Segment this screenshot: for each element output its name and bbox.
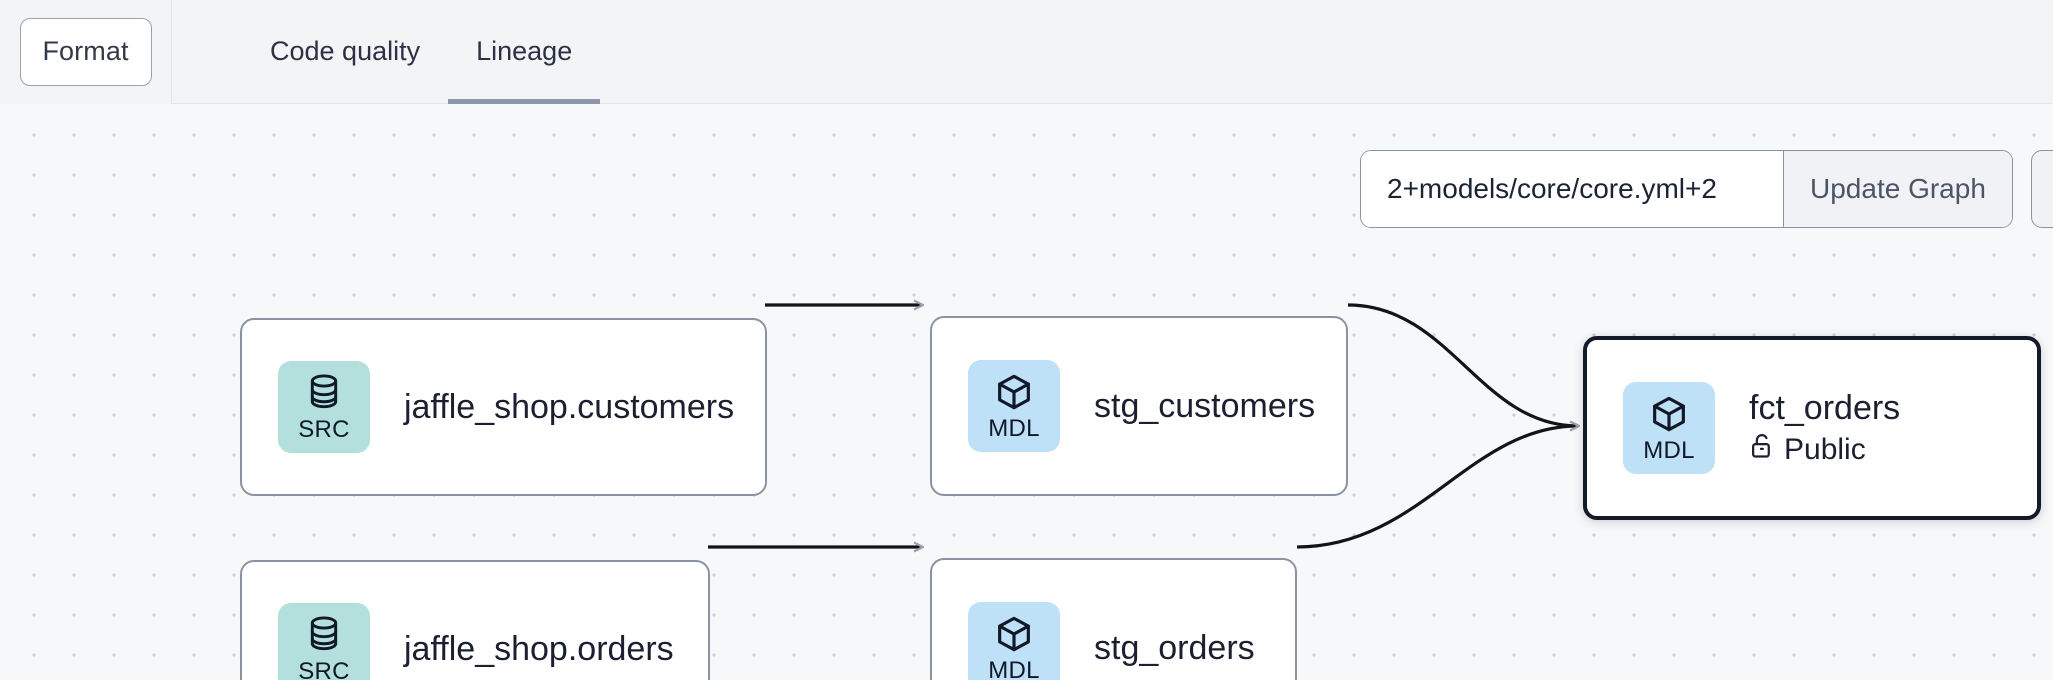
node-body: stg_customers [1094,386,1315,426]
graph-selector-input[interactable] [1361,151,1783,227]
node-badge-mdl: MDL [968,602,1060,680]
node-title: jaffle_shop.customers [404,387,735,426]
lineage-node-stg-orders[interactable]: MDL stg_orders [930,558,1297,680]
node-badge-label: MDL [1643,436,1695,464]
cube-icon [994,372,1034,412]
node-title: stg_orders [1094,628,1255,667]
cube-icon [1649,394,1689,434]
lineage-canvas[interactable]: SRC jaffle_shop.customers SRC [0,104,2053,680]
node-body: fct_orders Public [1749,388,1900,468]
node-title: stg_customers [1094,386,1316,425]
node-access-label: Public [1784,433,1866,467]
lineage-node-jaffle-shop-customers[interactable]: SRC jaffle_shop.customers [240,318,767,496]
node-badge-label: MDL [988,656,1040,680]
top-toolbar: Format Code quality Lineage [0,0,2053,104]
database-icon [305,615,343,655]
node-badge-src: SRC [278,361,370,453]
edge-stg-customers-to-fct-orders [1347,303,1578,426]
lineage-node-jaffle-shop-orders[interactable]: SRC jaffle_shop.orders [240,560,710,680]
update-graph-button[interactable]: Update Graph [1783,151,2012,227]
node-title: fct_orders [1749,388,1901,427]
node-badge-label: SRC [298,657,350,680]
node-badge-label: SRC [298,415,350,443]
node-title: jaffle_shop.orders [404,629,674,668]
database-icon [305,373,343,413]
graph-options-button[interactable] [2030,150,2053,228]
node-body: jaffle_shop.orders [404,629,674,669]
lineage-node-fct-orders[interactable]: MDL fct_orders Public [1583,336,2041,520]
format-button-zone: Format [0,0,172,104]
node-badge-mdl: MDL [1623,382,1715,474]
tab-lineage[interactable]: Lineage [448,0,601,104]
lineage-node-stg-customers[interactable]: MDL stg_customers [930,316,1348,496]
node-badge-label: MDL [988,414,1040,442]
node-access-level: Public [1749,432,1900,468]
unlock-icon [1749,432,1775,468]
tab-code-quality[interactable]: Code quality [270,36,421,66]
format-button[interactable]: Format [19,17,152,86]
tab-bar: Code quality Lineage [172,0,601,104]
node-badge-mdl: MDL [968,360,1060,452]
graph-controls: Update Graph [1360,150,2053,228]
node-badge-src: SRC [278,603,370,680]
node-body: stg_orders [1094,628,1255,668]
node-body: jaffle_shop.customers [404,387,734,427]
cube-icon [994,614,1034,654]
selector-control-group: Update Graph [1360,150,2013,228]
